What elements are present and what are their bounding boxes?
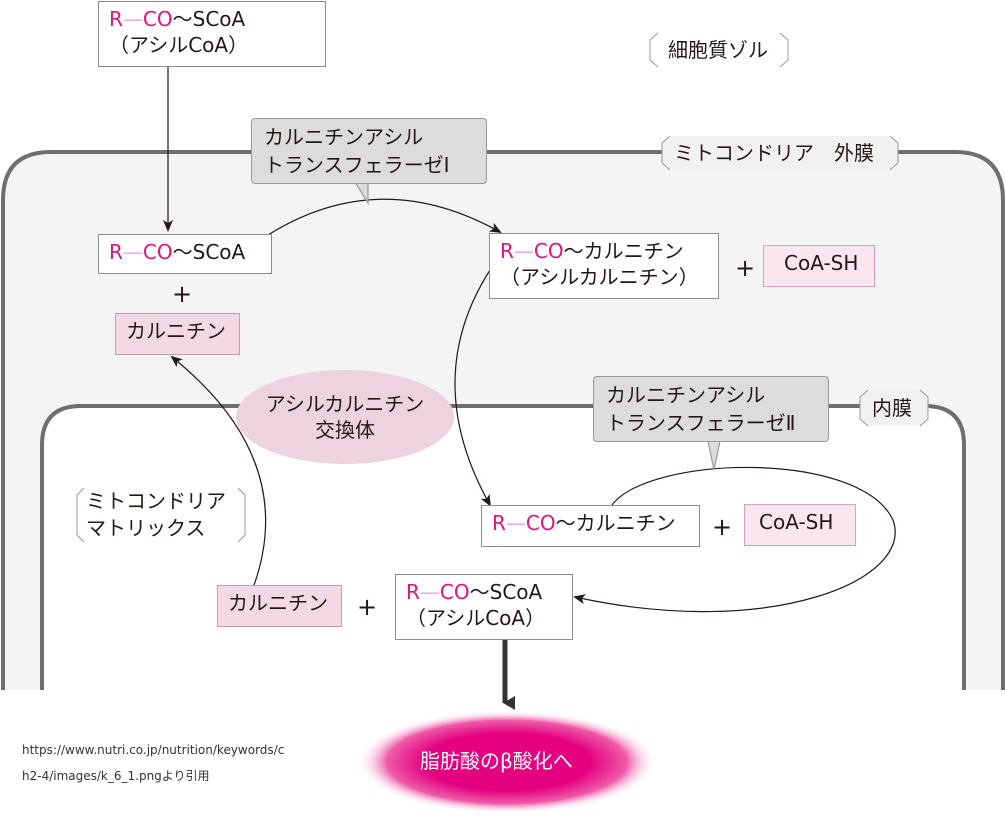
cpt2-line2: トランスフェラーゼⅡ <box>606 411 796 435</box>
beta-oxidation-ellipse <box>357 710 657 814</box>
translocase-line2: 交換体 <box>314 418 375 442</box>
r-group: R <box>500 239 514 263</box>
carbonyl: CO <box>525 511 556 535</box>
r-group: R <box>492 511 506 535</box>
ester-carnitine: 〜カルニチン <box>563 239 684 263</box>
arrow-cpt2-loop <box>573 466 896 613</box>
acyl-coa-ims: R—CO〜SCoA <box>98 234 272 274</box>
coash-matrix: CoA-SH <box>744 504 856 546</box>
outer-membrane-label: ミトコンドリア 外膜 <box>674 141 874 165</box>
acylcarnitine-matrix: R—CO〜カルニチン <box>481 505 700 547</box>
r-group: R <box>406 580 420 604</box>
acyl-coa-name: （アシルCoA） <box>406 606 546 630</box>
carbonyl: CO <box>142 7 173 31</box>
carnitine-ims: カルニチン <box>115 313 240 355</box>
cytosol-label: 細胞質ゾル <box>668 38 768 62</box>
cpt2-enzyme: カルニチンアシル トランスフェラーゼⅡ <box>593 376 829 442</box>
source-line2: h2-4/images/k_6_1.pngより引用 <box>22 769 210 783</box>
cpt2-line1: カルニチンアシル <box>606 383 766 407</box>
carbonyl: CO <box>142 240 173 264</box>
translocase-line1: アシルカルニチン <box>265 392 425 416</box>
inner-membrane-bracket <box>859 389 929 427</box>
source-citation: https://www.nutri.co.jp/nutrition/keywor… <box>22 737 284 789</box>
matrix-label: ミトコンドリア マトリックス <box>86 488 226 542</box>
acylcarnitine-name: （アシルカルニチン） <box>500 265 699 289</box>
thioester: 〜SCoA <box>469 580 543 604</box>
acyl-coa-cytosol: R—CO〜SCoA （アシルCoA） <box>98 1 326 67</box>
r-group: R <box>109 7 123 31</box>
carbonyl: CO <box>439 580 470 604</box>
cpt1-line2: トランスフェラーゼⅠ <box>264 153 450 177</box>
acyl-coa-matrix: R—CO〜SCoA （アシルCoA） <box>395 574 573 640</box>
arrow-translocase-out <box>170 355 267 589</box>
matrix-label-line2: マトリックス <box>86 516 206 540</box>
plus-matrix-bottom: + <box>357 593 378 621</box>
beta-oxidation-label: 脂肪酸のβ酸化へ <box>420 749 573 773</box>
source-line1: https://www.nutri.co.jp/nutrition/keywor… <box>22 743 285 757</box>
cpt1-line1: カルニチンアシル <box>264 125 424 149</box>
r-group: R <box>109 240 123 264</box>
plus-ims-right: + <box>735 254 756 282</box>
matrix-bracket <box>76 487 246 543</box>
ester-carnitine: 〜カルニチン <box>555 511 676 535</box>
arrow-translocase-in <box>454 269 491 507</box>
inner-membrane-label: 内膜 <box>872 396 912 420</box>
coash-ims: CoA-SH <box>763 245 875 287</box>
acylcarnitine-translocase: アシルカルニチン 交換体 <box>236 370 454 464</box>
bond: — <box>122 7 143 31</box>
thioester: 〜SCoA <box>172 7 246 31</box>
bond: — <box>122 240 143 264</box>
bond: — <box>505 511 526 535</box>
inner-membrane <box>40 404 966 690</box>
carnitine-matrix: カルニチン <box>217 585 342 627</box>
carbonyl: CO <box>533 239 564 263</box>
plus-ims-left: + <box>172 280 193 308</box>
bond: — <box>419 580 440 604</box>
plus-matrix-top: + <box>712 513 733 541</box>
matrix-label-line1: ミトコンドリア <box>86 489 226 513</box>
arrow-cpt1 <box>267 198 502 236</box>
cytosol-bracket <box>649 32 789 68</box>
thioester: 〜SCoA <box>172 240 246 264</box>
acyl-coa-name: （アシルCoA） <box>109 33 249 57</box>
outer-membrane <box>1 150 1005 690</box>
cpt1-enzyme: カルニチンアシル トランスフェラーゼⅠ <box>251 118 487 184</box>
bond: — <box>513 239 534 263</box>
outer-membrane-bracket <box>661 135 899 171</box>
acylcarnitine-ims: R—CO〜カルニチン （アシルカルニチン） <box>489 233 719 299</box>
